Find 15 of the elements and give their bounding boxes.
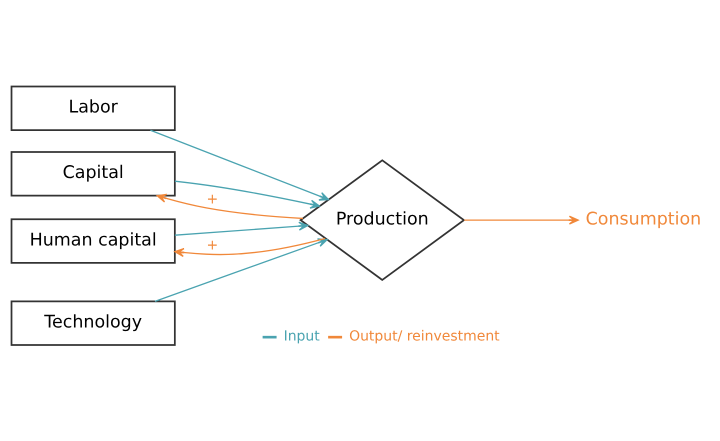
- arrow: [464, 215, 579, 224]
- legend-label: Output/ reinvestment: [349, 328, 500, 344]
- edge-label: +: [206, 190, 218, 207]
- arrow: [156, 193, 303, 219]
- node-box: Labor: [10, 85, 176, 131]
- arrow: [150, 129, 330, 200]
- node-box: Human capital: [10, 218, 176, 264]
- node-box: Technology: [10, 300, 176, 346]
- arrow: [174, 237, 326, 257]
- arrow: [174, 221, 308, 236]
- arrow: [174, 180, 320, 208]
- node-box: Capital: [10, 150, 176, 196]
- node-text: Consumption: [586, 208, 702, 229]
- edge-label: +: [206, 237, 218, 254]
- legend-label: Input: [284, 328, 320, 344]
